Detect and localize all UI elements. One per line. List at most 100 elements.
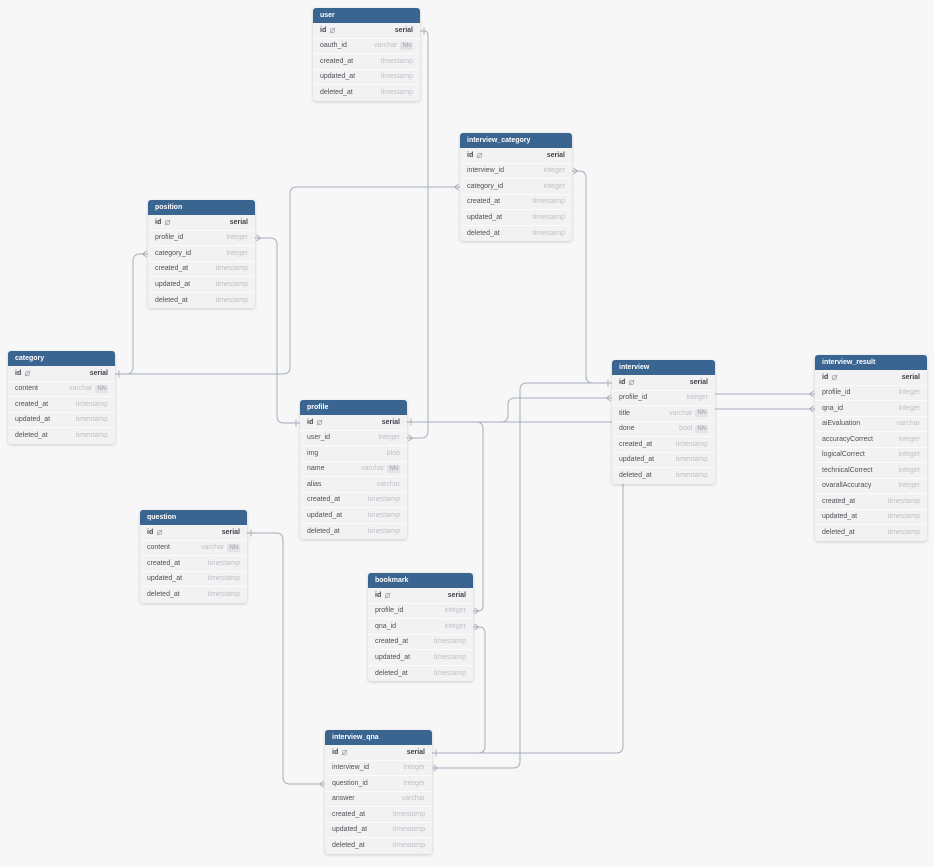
field-name: deleted_at <box>307 527 340 535</box>
relationship-profile.id-bookmark.profile_id[interactable] <box>407 418 484 615</box>
table-header[interactable]: bookmark <box>368 573 473 588</box>
relationship-question.id-interview_qna.question_id[interactable] <box>247 529 325 788</box>
table-header[interactable]: user <box>313 8 420 23</box>
relationship-interview.id-interview_qna.interview_id[interactable] <box>432 379 612 772</box>
many-end-arrow-icon <box>141 250 147 258</box>
relationship-user.id-profile.user_id[interactable] <box>407 27 429 442</box>
relationship-profile.id-interview_result.profile_id[interactable] <box>407 390 815 426</box>
table-header[interactable]: category <box>8 351 115 366</box>
table-header[interactable]: question <box>140 510 247 525</box>
relationship-profile.id-position.profile_id[interactable] <box>255 234 300 427</box>
table-header[interactable]: position <box>148 200 255 215</box>
table-header[interactable]: profile <box>300 400 407 415</box>
relationship-interview.id-interview_category.interview_id[interactable] <box>572 167 612 387</box>
not-null-badge: NN <box>227 543 240 552</box>
relationship-category.id-interview_category.category_id[interactable] <box>115 183 460 378</box>
table-header[interactable]: interview <box>612 360 715 375</box>
relationship-category.id-position.category_id[interactable] <box>115 250 148 378</box>
table-header[interactable]: interview_result <box>815 355 927 370</box>
relationship-profile.id-interview.profile_id[interactable] <box>407 394 612 426</box>
table-header[interactable]: interview_qna <box>325 730 432 745</box>
table-header[interactable]: interview_category <box>460 133 572 148</box>
